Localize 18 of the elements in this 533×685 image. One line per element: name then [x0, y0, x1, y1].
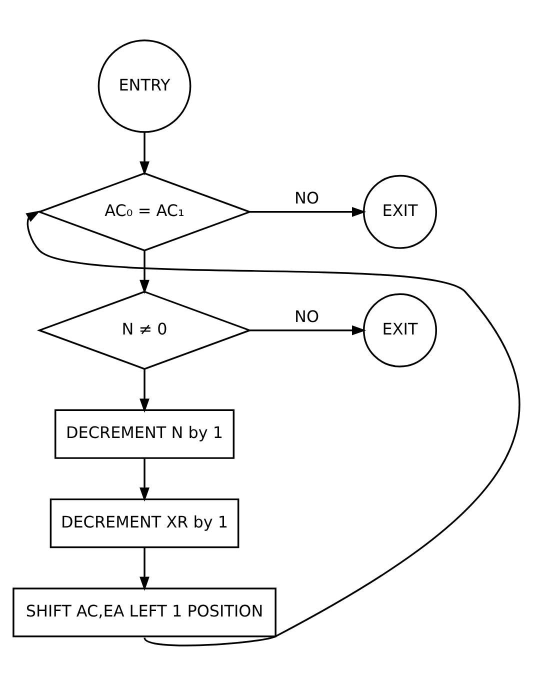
edge-label: NO: [294, 306, 320, 326]
node-diamond: AC₀ = AC₁: [36, 172, 252, 251]
arrow: [140, 458, 150, 502]
arrow: [140, 132, 150, 176]
node-diamond: N ≠ 0: [36, 290, 252, 370]
node-box: SHIFT AC,EA LEFT 1 POSITION: [12, 587, 276, 637]
arrow: [26, 210, 520, 646]
arrow: [250, 206, 366, 216]
node-circle: EXIT: [362, 174, 438, 248]
arrow: [140, 546, 150, 590]
arrow: [140, 368, 150, 412]
edge-label: NO: [294, 188, 320, 207]
node-circle: ENTRY: [98, 39, 192, 132]
node-box: DECREMENT N by 1: [54, 408, 235, 458]
node-circle: EXIT: [362, 292, 438, 367]
node-box: DECREMENT XR by 1: [50, 498, 240, 548]
arrow: [250, 324, 366, 335]
arrow: [140, 250, 150, 294]
